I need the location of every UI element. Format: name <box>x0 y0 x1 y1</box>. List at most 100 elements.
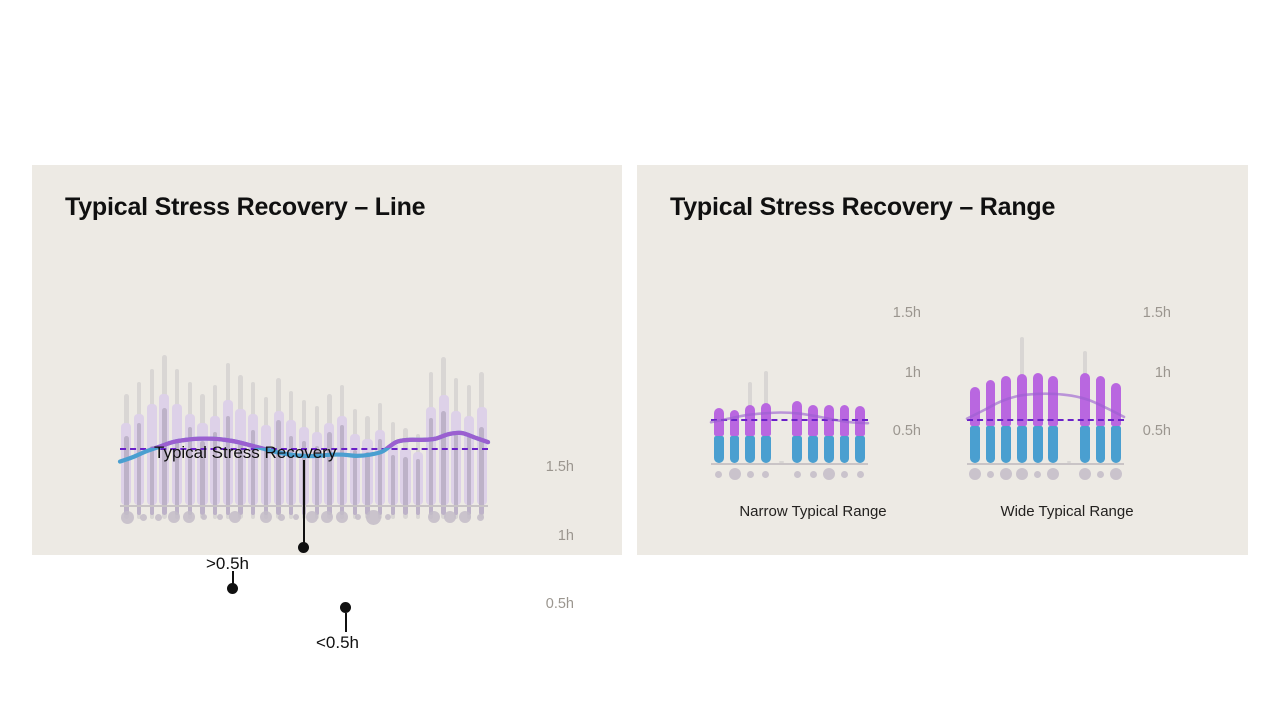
inner-bar <box>200 441 205 515</box>
activity-dot <box>1096 470 1104 478</box>
inner-bar <box>238 443 243 515</box>
axis-tick-1h-narrow: 1h <box>904 365 921 381</box>
chart-narrow-typical-range[interactable] <box>709 308 870 480</box>
annotation-below-label: <0.5h <box>316 633 360 652</box>
chart-baseline-narrow <box>711 463 868 465</box>
range-lower-segment <box>1048 425 1059 463</box>
activity-dot <box>293 514 300 520</box>
range-lower-segment <box>1001 425 1012 463</box>
activity-dot <box>840 470 848 478</box>
axis-tick-0-5h-line: 0.5h <box>545 596 574 612</box>
caption-narrow-typical-range: Narrow Typical Range <box>739 503 887 520</box>
activity-dot <box>121 510 135 524</box>
activity-dot <box>793 470 801 478</box>
inner-bar <box>428 418 434 515</box>
annotation-stem-below <box>345 613 347 632</box>
activity-dot <box>1110 468 1123 480</box>
inner-bar <box>276 420 281 515</box>
activity-dot <box>277 513 285 521</box>
activity-dot <box>1047 468 1060 480</box>
activity-dot <box>183 511 195 523</box>
inner-bar <box>377 438 383 515</box>
inner-bar <box>289 436 294 515</box>
activity-dot <box>968 468 981 480</box>
activity-dot <box>321 511 333 523</box>
activity-dot <box>987 470 995 478</box>
range-lower-segment <box>823 436 834 463</box>
inner-bar <box>327 431 332 515</box>
range-lower-segment <box>745 436 756 463</box>
axis-tick-1-5h-line: 1.5h <box>545 459 574 475</box>
activity-dot <box>1034 470 1042 478</box>
axis-tick-1h-wide: 1h <box>1154 365 1171 381</box>
inner-bar <box>136 422 142 515</box>
annotation-typical-stress-recovery-label: Typical Stress Recovery <box>154 443 337 462</box>
range-lower-segment <box>808 436 818 463</box>
chart-baseline-wide <box>967 463 1124 465</box>
inner-bar <box>339 425 345 515</box>
inner-bar <box>149 445 154 515</box>
activity-dot-row-narrow <box>711 308 868 480</box>
axis-tick-1-5h-narrow: 1.5h <box>892 305 921 321</box>
annotation-knob-above <box>227 583 238 594</box>
inner-bar <box>466 436 472 515</box>
activity-dot <box>715 470 723 478</box>
activity-dot <box>167 511 180 523</box>
activity-dot <box>856 470 864 478</box>
inner-bar <box>124 436 129 515</box>
activity-dot <box>1015 468 1028 480</box>
page-title-range: Typical Stress Recovery – Range <box>670 193 1056 221</box>
activity-dot <box>201 514 208 520</box>
activity-dot <box>1000 468 1013 480</box>
range-lower-segment <box>985 425 996 463</box>
activity-dot <box>259 511 272 523</box>
inner-bar <box>416 459 421 515</box>
activity-dot <box>459 511 471 523</box>
page-title-line: Typical Stress Recovery – Line <box>65 193 426 221</box>
background-bar <box>1066 461 1072 463</box>
range-lower-segment <box>839 436 850 463</box>
axis-tick-0-5h-narrow: 0.5h <box>892 423 921 439</box>
activity-dot <box>762 470 770 478</box>
range-lower-segment <box>1111 425 1121 463</box>
activity-dot <box>365 509 381 525</box>
activity-dot <box>216 514 223 520</box>
inner-bar <box>390 454 395 515</box>
activity-dot <box>354 514 361 520</box>
chart-wide-typical-range[interactable] <box>965 308 1126 480</box>
activity-dot <box>809 470 817 478</box>
activity-dot <box>385 514 392 520</box>
activity-dot <box>229 511 241 523</box>
activity-dot <box>139 513 147 521</box>
background-bar <box>779 461 784 463</box>
range-lower-segment <box>969 425 980 463</box>
panel-typical-stress-recovery-line: Typical Stress Recovery – Line 1.5h 1h 0… <box>32 165 622 652</box>
activity-dot <box>428 511 441 523</box>
caption-wide-typical-range: Wide Typical Range <box>1000 503 1134 520</box>
inner-bar <box>352 450 357 515</box>
inner-bar <box>213 431 218 515</box>
annotation-above-label: >0.5h <box>206 554 250 573</box>
activity-dot <box>728 468 741 480</box>
annotation-knob-series <box>298 542 309 553</box>
inner-bar <box>225 415 231 515</box>
range-lower-segment <box>855 436 865 463</box>
range-lower-segment <box>1017 425 1027 463</box>
axis-tick-1-5h-wide: 1.5h <box>1142 305 1171 321</box>
activity-dot-row-wide <box>967 308 1124 480</box>
range-lower-segment <box>713 436 724 463</box>
activity-dot-row-line <box>120 305 488 525</box>
activity-dot <box>822 468 835 480</box>
inner-bar <box>479 427 484 515</box>
inner-bar <box>403 457 408 515</box>
annotation-knob-below <box>340 602 351 613</box>
activity-dot <box>443 511 456 523</box>
axis-tick-1h-line: 1h <box>557 528 574 544</box>
activity-dot <box>476 513 484 521</box>
inner-bar <box>454 434 459 515</box>
range-lower-segment <box>761 436 771 463</box>
axis-tick-0-5h-wide: 0.5h <box>1142 423 1171 439</box>
inner-bar <box>251 429 256 515</box>
annotation-stem-above <box>232 571 234 588</box>
activity-dot <box>305 511 318 523</box>
